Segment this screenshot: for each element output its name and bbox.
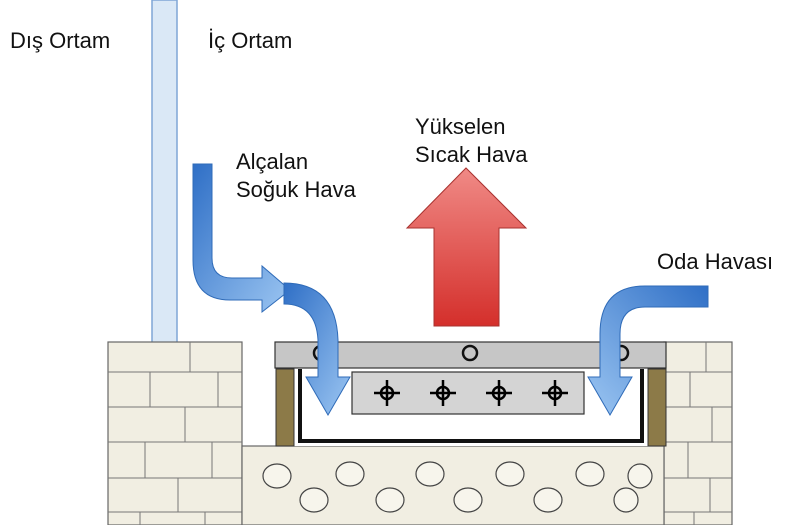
room-air-arrow <box>587 285 709 416</box>
heater-element <box>351 371 585 415</box>
room-air-label: Oda Havası <box>657 249 774 274</box>
convector-housing <box>298 369 644 443</box>
warm-air-label-line1: Yükselen <box>415 114 506 139</box>
outside-label: Dış Ortam <box>10 28 111 53</box>
cold-air-arrow-into-trench <box>283 282 351 416</box>
window-glass <box>151 0 178 344</box>
right-brick-wall <box>663 341 733 525</box>
floor-stone-bed <box>241 445 665 525</box>
warm-air-label-line2: Sıcak Hava <box>415 142 528 167</box>
left-support <box>275 368 295 447</box>
left-brick-wall <box>107 341 243 525</box>
inside-label: İç Ortam <box>208 28 293 53</box>
warm-air-arrow <box>405 167 528 327</box>
cold-air-label-line2: Soğuk Hava <box>236 177 356 202</box>
right-support <box>647 368 667 447</box>
cold-air-label-line1: Alçalan <box>236 149 309 174</box>
